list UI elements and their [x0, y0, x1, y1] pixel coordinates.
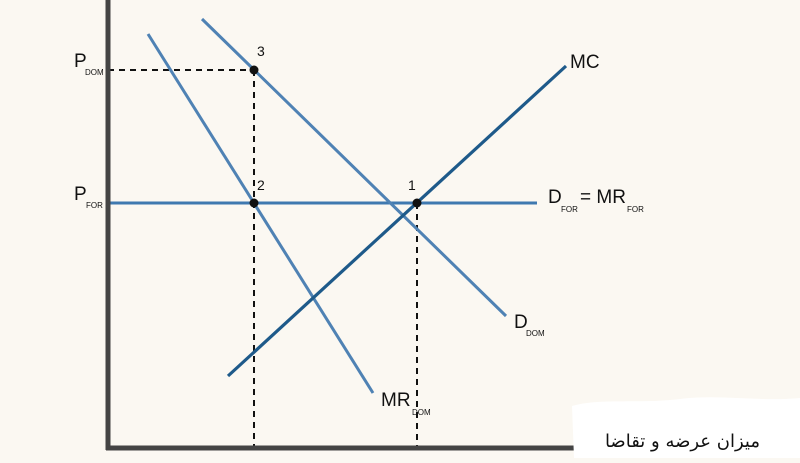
- d-dom-line: [200, 17, 508, 318]
- caption-backdrop: [572, 397, 800, 458]
- point-3-label: 3: [257, 43, 265, 59]
- p-dom-sub: DOM: [85, 68, 104, 77]
- point-1-marker: [412, 198, 422, 208]
- mc-label: MC: [570, 52, 600, 73]
- point-1-label: 1: [408, 177, 416, 193]
- point-2-marker: [249, 198, 259, 208]
- point-3-marker: [249, 65, 259, 75]
- p-dom-label: P: [74, 51, 87, 72]
- mr-for-label: = MR: [580, 187, 626, 208]
- mr-for-sub: FOR: [627, 205, 644, 214]
- p-for-label: P: [74, 184, 87, 205]
- d-dom-sub: DOM: [526, 329, 545, 338]
- mc-line: [226, 64, 568, 378]
- d-for-label: D: [548, 187, 562, 208]
- d-dom-label: D: [514, 312, 528, 333]
- p-for-sub: FOR: [86, 201, 103, 210]
- mr-dom-label: MR: [381, 390, 411, 411]
- quantity-axis-caption: میزان عرضه و تقاضا: [605, 431, 760, 452]
- d-for-sub: FOR: [561, 205, 578, 214]
- mr-dom-sub: DOM: [412, 408, 431, 417]
- point-2-label: 2: [257, 177, 265, 193]
- mr-dom-line: [146, 33, 375, 394]
